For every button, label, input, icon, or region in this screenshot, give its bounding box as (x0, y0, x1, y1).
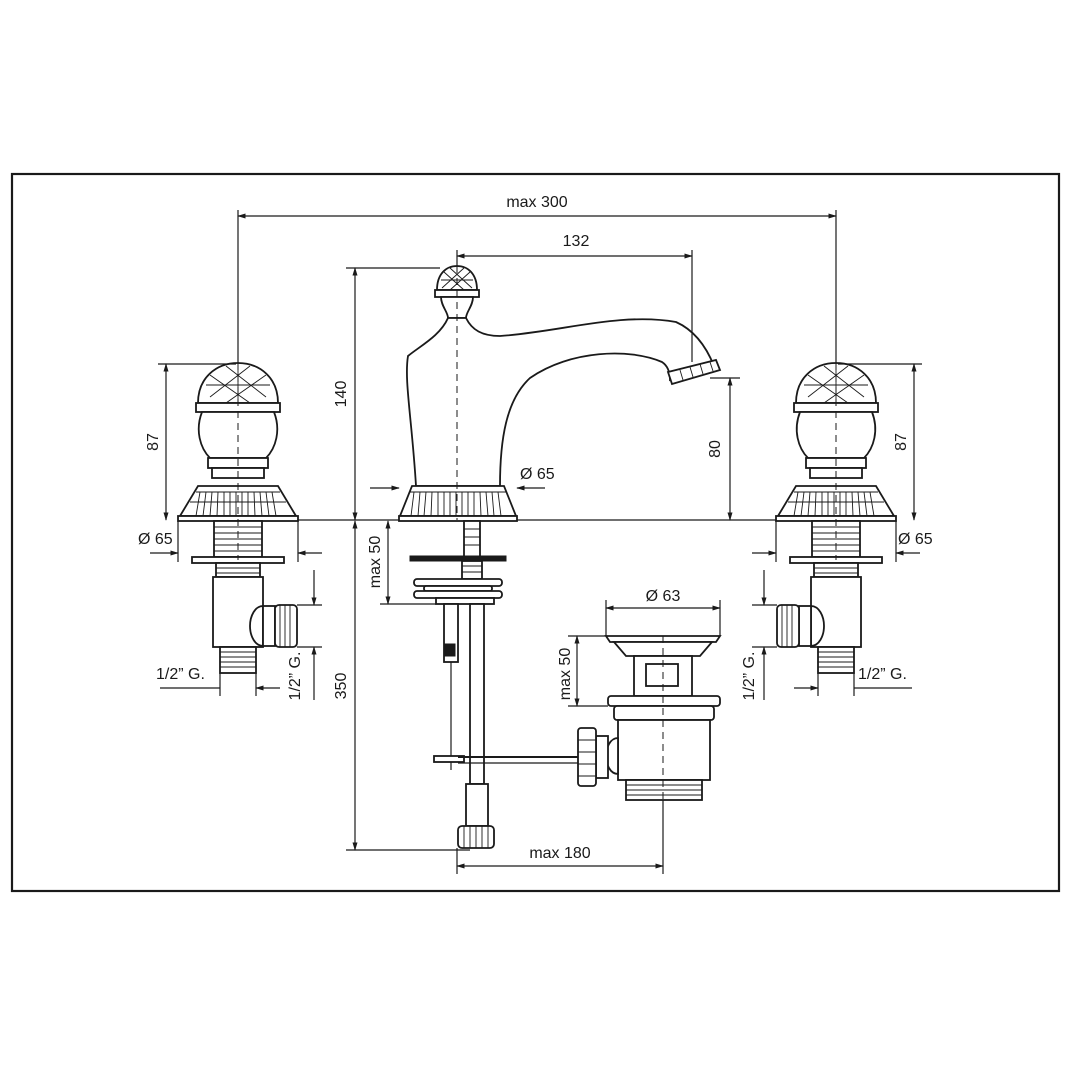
dim-under-deck-height: 350 (333, 673, 350, 700)
dim-waste-offset: max 180 (529, 845, 590, 862)
dim-spout-height: 140 (333, 381, 350, 408)
spout-body (398, 265, 722, 522)
dim-waste-deck-thickness: max 50 (557, 648, 574, 701)
drawing-frame (10, 172, 1061, 893)
dim-left-base-diameter: Ø 65 (138, 531, 173, 548)
dim-waste-diameter: Ø 63 (646, 588, 681, 605)
dim-spout-reach: 132 (563, 233, 590, 250)
dim-spout-base-diameter: Ø 65 (520, 466, 555, 483)
dim-spout-outlet-height: 80 (707, 440, 724, 458)
dim-right-base-diameter: Ø 65 (898, 531, 933, 548)
left-knob-facets (206, 363, 270, 404)
pop-up-waste (577, 635, 722, 801)
dim-deck-thickness: max 50 (367, 536, 384, 589)
dim-right-connection-vertical: 1/2” G. (741, 652, 758, 701)
dim-overall-width: max 300 (506, 194, 567, 211)
left-handle-valve (177, 362, 299, 674)
spout-mounting (409, 520, 582, 849)
dim-right-handle-height: 87 (893, 433, 910, 451)
dim-left-connection-vertical: 1/2” G. (287, 652, 304, 701)
right-handle-valve (775, 362, 897, 674)
dimension-lines (150, 210, 922, 874)
dim-right-connection-horizontal: 1/2” G. (858, 666, 907, 683)
dim-left-handle-height: 87 (145, 433, 162, 451)
dim-left-connection-horizontal: 1/2” G. (156, 666, 205, 683)
center-axes (237, 266, 837, 800)
